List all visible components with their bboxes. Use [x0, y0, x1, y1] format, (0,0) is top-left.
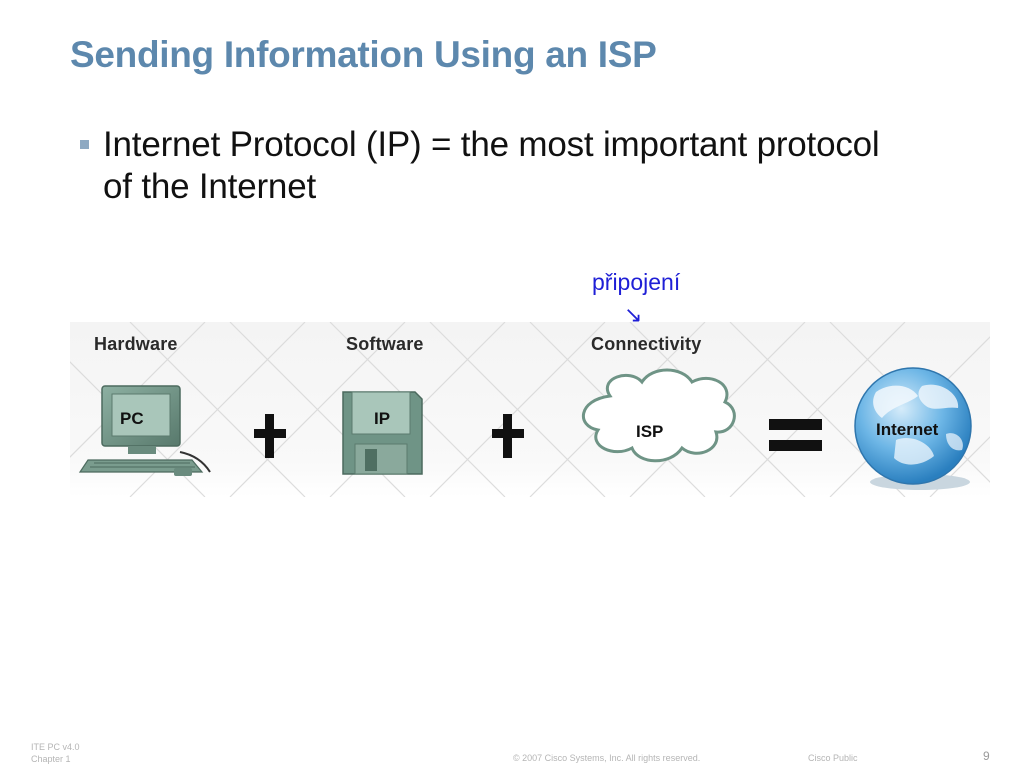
diagram-graphics — [70, 322, 990, 497]
plus-icon — [254, 414, 286, 458]
ip-label: IP — [374, 409, 391, 428]
hardware-label: Hardware — [94, 334, 178, 354]
diagram-background — [70, 322, 990, 497]
pc-label: PC — [120, 409, 144, 428]
globe-icon — [854, 367, 972, 490]
software-label: Software — [346, 334, 424, 354]
pc-icon — [78, 385, 211, 476]
plus-icon — [492, 414, 524, 458]
annotation-text: připojení — [592, 269, 681, 295]
footer-chapter: Chapter 1 — [31, 754, 71, 764]
bullet-marker — [80, 140, 89, 149]
footer-course: ITE PC v4.0 — [31, 742, 80, 752]
footer-classification: Cisco Public — [808, 753, 858, 763]
floppy-disk-icon — [342, 391, 423, 475]
arrow-icon: ↘ — [624, 302, 643, 327]
slide-title: Sending Information Using an ISP — [70, 34, 657, 75]
bullet-item: Internet Protocol (IP) = the most import… — [80, 124, 900, 208]
page-number: 9 — [983, 749, 990, 763]
footer-copyright: © 2007 Cisco Systems, Inc. All rights re… — [513, 753, 701, 763]
internet-label: Internet — [876, 420, 939, 439]
bullet-text: Internet Protocol (IP) = the most import… — [103, 125, 880, 206]
isp-diagram: Hardware Software Connectivity PC IP ISP… — [70, 322, 990, 497]
connectivity-label: Connectivity — [591, 334, 702, 354]
equals-icon — [769, 419, 822, 451]
isp-label: ISP — [636, 422, 664, 441]
cloud-icon — [581, 368, 736, 463]
footer-course-info: ITE PC v4.0 Chapter 1 — [31, 741, 80, 765]
